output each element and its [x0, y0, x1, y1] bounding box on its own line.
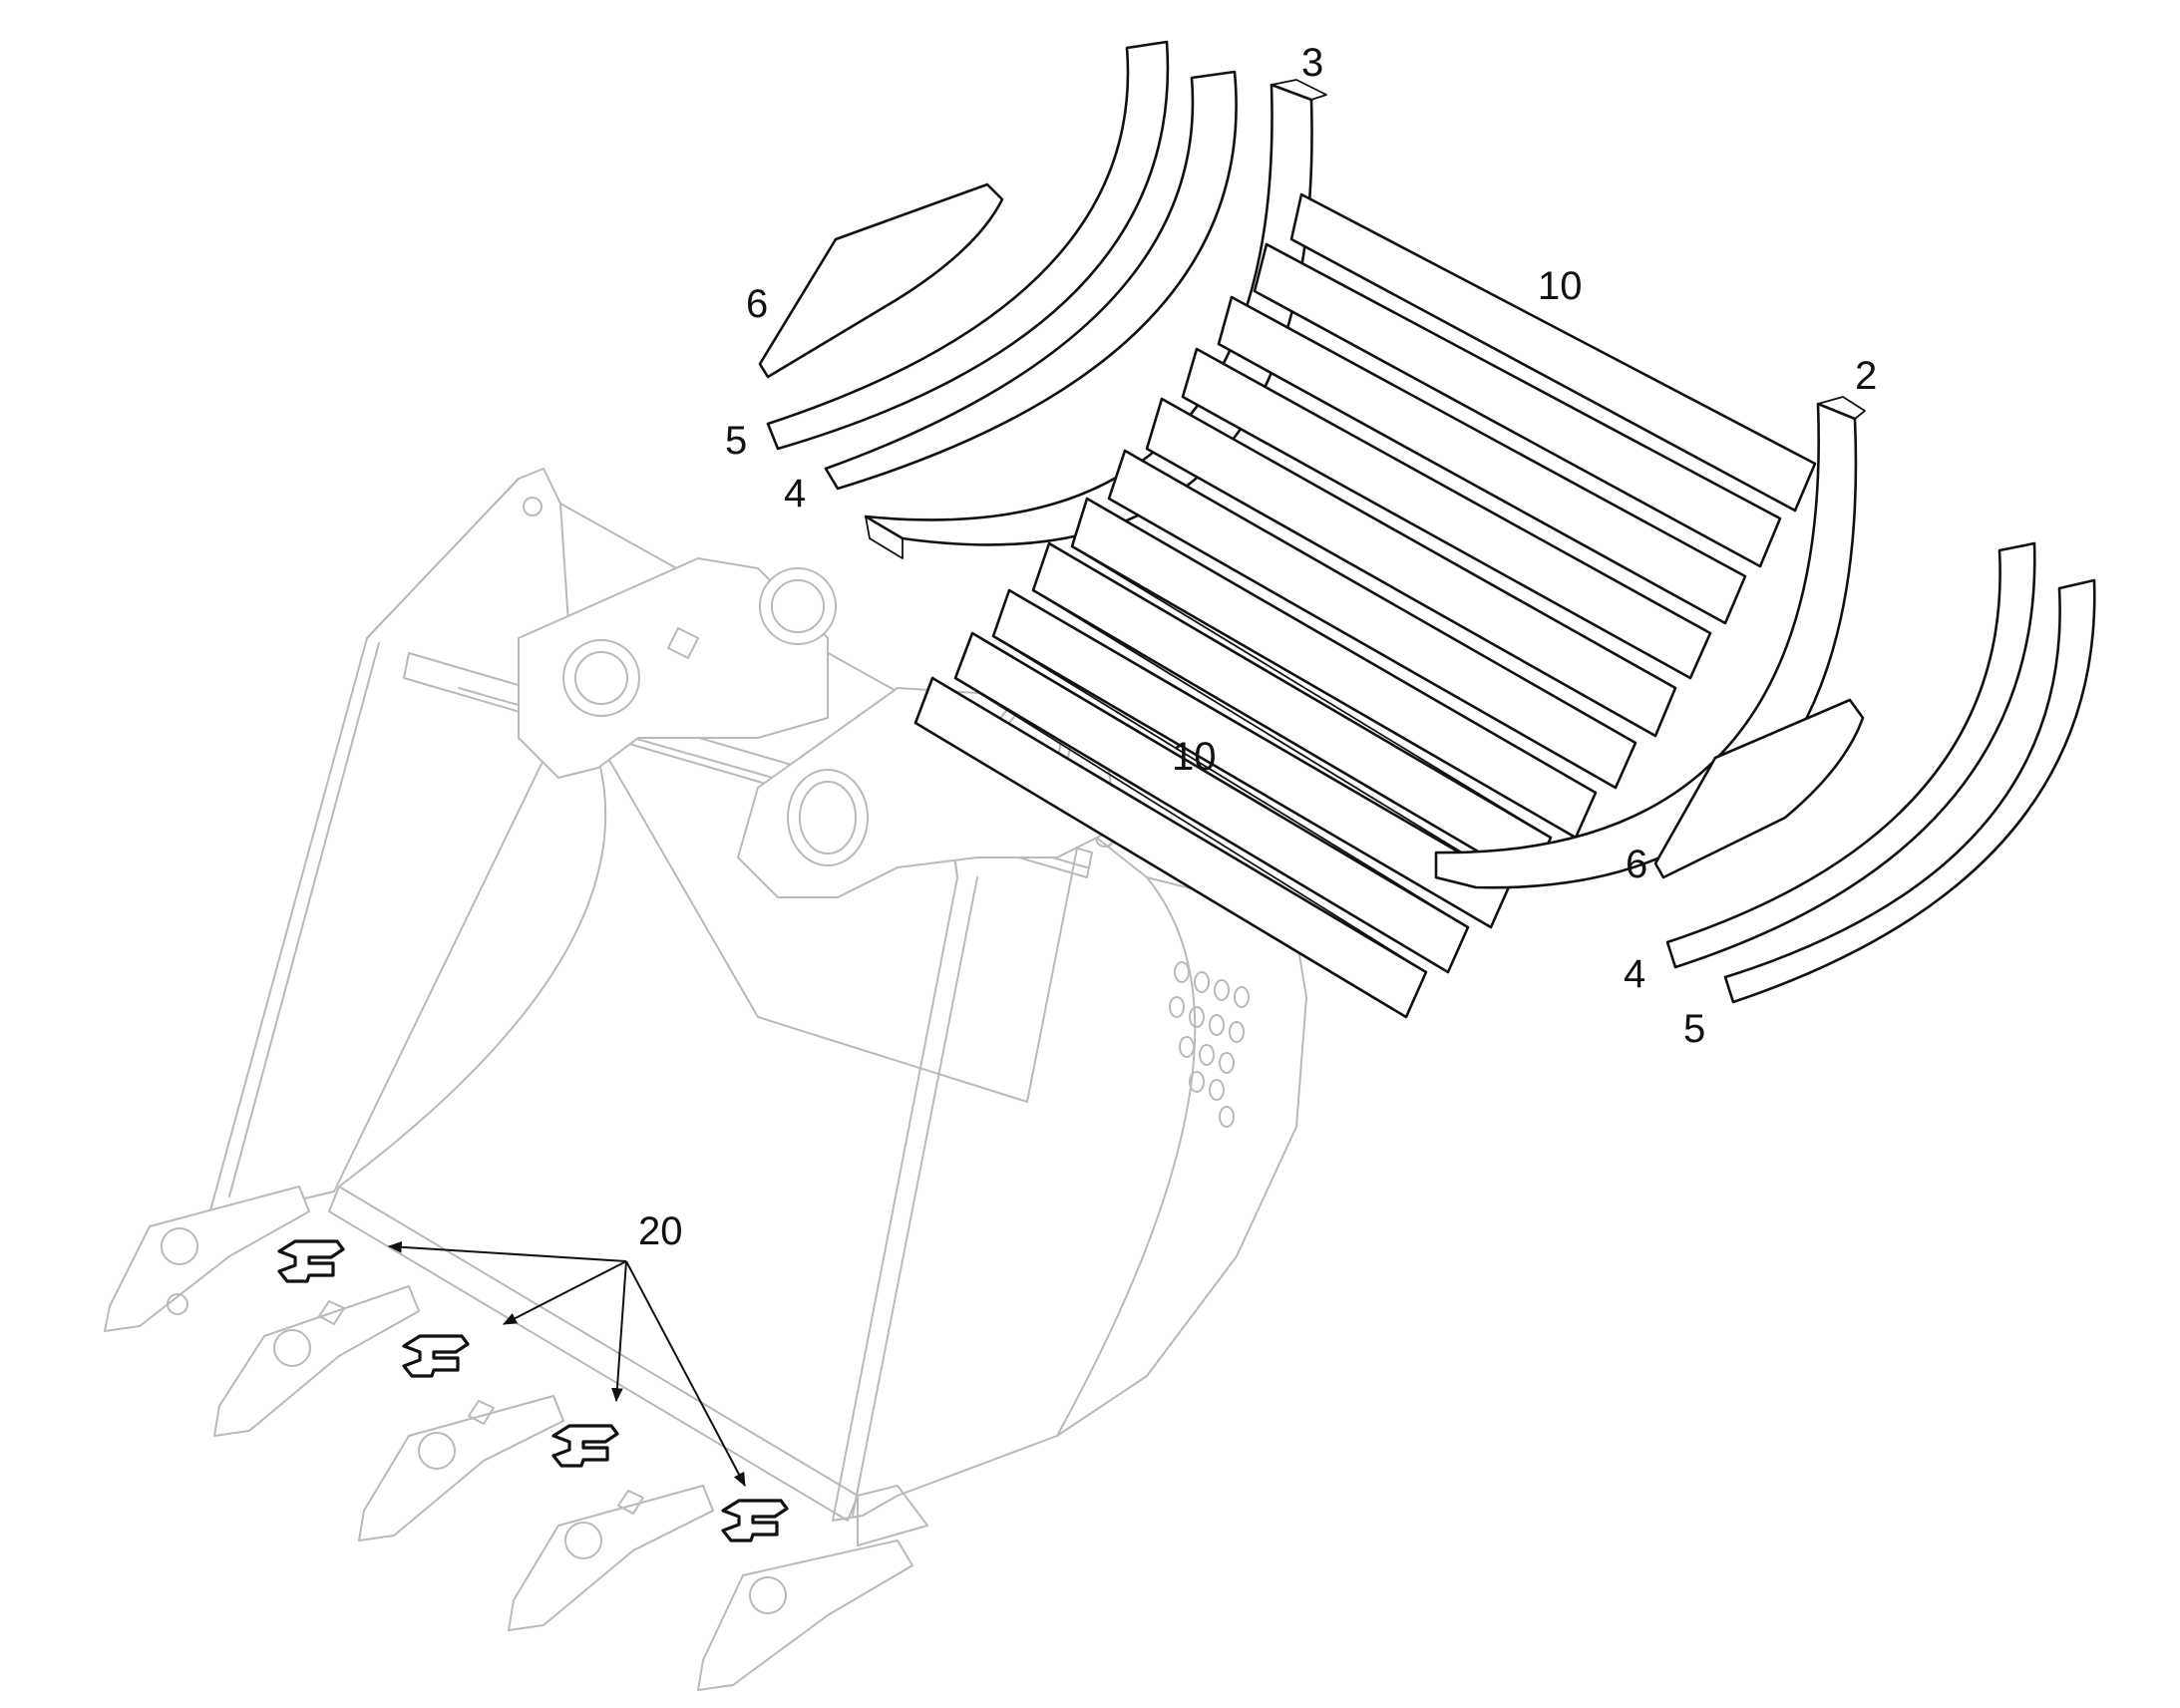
tooth-lock-icon: [551, 1424, 619, 1468]
callout-6-right: 6: [1626, 843, 1647, 886]
tooth-lock-icon: [402, 1334, 470, 1378]
floor-plates-10: [913, 192, 1817, 1019]
lock-pins: [277, 1239, 789, 1542]
bucket-tooth-icon: [358, 1395, 564, 1541]
leader-lines-20: [387, 1240, 746, 1488]
wear-strip-5-right: [1723, 578, 2096, 1004]
callout-5-left: 5: [725, 419, 747, 463]
callout-10-top: 10: [1538, 264, 1583, 308]
tooth-lock-icon: [721, 1499, 789, 1542]
bucket-tooth-icon: [697, 1539, 913, 1691]
callout-10-bottom: 10: [1172, 735, 1217, 779]
side-plate-holes: [1169, 961, 1250, 1128]
callout-5-right: 5: [1683, 1007, 1705, 1051]
bucket-tooth-icon: [104, 1186, 310, 1332]
bucket-tooth-icon: [213, 1285, 420, 1437]
callout-3: 3: [1301, 41, 1323, 85]
wear-strip-4-right: [1665, 541, 2036, 969]
wear-strip-4-left: [824, 70, 1238, 491]
callout-labels: 3 10 2 6 5 4 10 6 4 5 20: [638, 41, 1877, 1253]
wear-strip-5-left: [766, 40, 1170, 451]
gusset-plate-6-left: [758, 182, 1004, 379]
gusset-plate-6-right: [1653, 698, 1865, 879]
callout-2: 2: [1855, 354, 1877, 398]
callout-4-right: 4: [1624, 952, 1645, 996]
callout-4-left: 4: [784, 472, 806, 515]
callout-6-left: 6: [746, 282, 768, 326]
tooth-lock-icon: [277, 1239, 345, 1283]
callout-20: 20: [638, 1209, 683, 1253]
bucket-tooth-icon: [508, 1485, 714, 1631]
bucket-teeth: [104, 1186, 913, 1691]
